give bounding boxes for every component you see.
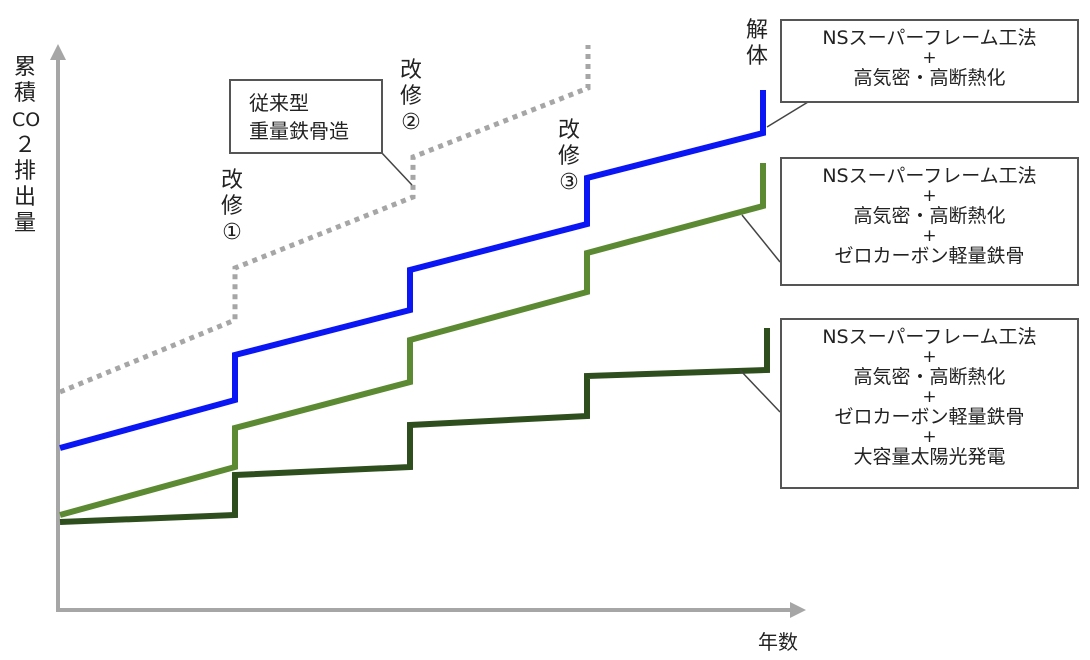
legend-box-ns-zero-carbon: NSスーパーフレーム工法+高気密・高断熱化+ゼロカーボン軽量鉄骨 [780, 157, 1079, 286]
leader-line-2 [766, 101, 809, 128]
legend-box-ns-basic: NSスーパーフレーム工法+高気密・高断熱化 [780, 19, 1079, 103]
series-ns-basic-line [59, 90, 766, 451]
x-axis-label: 年数 [758, 630, 798, 654]
leader-line-3 [741, 214, 781, 263]
series-ns-zero-carbon-line [59, 163, 766, 518]
series-ns-solar-line [59, 328, 770, 525]
y-axis-arrow [50, 44, 66, 60]
leader-line-1 [380, 151, 413, 186]
leader-line-4 [739, 369, 781, 413]
series-legacy-line [59, 45, 591, 395]
event-label-demolition: 解体 [745, 18, 768, 69]
x-axis-arrow [790, 602, 806, 618]
legend-box-ns-solar: NSスーパーフレーム工法+高気密・高断熱化+ゼロカーボン軽量鉄骨+大容量太陽光発… [780, 318, 1079, 489]
legend-box-legacy: 従来型重量鉄骨造 [229, 79, 383, 154]
